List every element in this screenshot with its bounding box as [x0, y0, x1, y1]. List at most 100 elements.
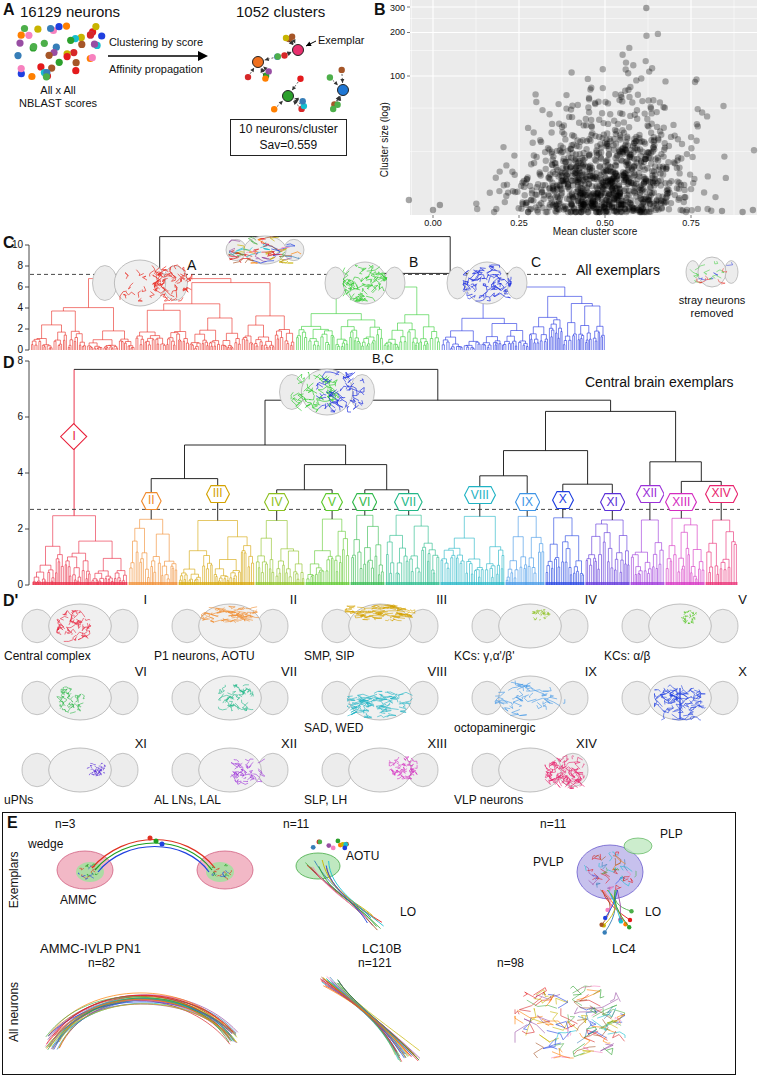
art-circle: [533, 99, 539, 105]
art-circle: [78, 41, 85, 48]
art-circle: [623, 159, 629, 165]
art-circle: [639, 98, 645, 104]
art-circle: [606, 151, 612, 157]
art-circle: [568, 146, 574, 152]
art-circle: [253, 57, 264, 68]
art-circle: [72, 67, 79, 74]
art-circle: [493, 175, 499, 181]
art-circle: [92, 23, 99, 30]
art-circle: [585, 104, 591, 110]
art-ellipse: [622, 609, 652, 642]
art-circle: [281, 52, 287, 58]
art-circle: [720, 103, 726, 109]
art-circle: [598, 156, 604, 162]
art-circle: [569, 192, 575, 198]
art-circle: [275, 53, 281, 59]
art-circle: [549, 150, 555, 156]
art-ellipse: [472, 609, 502, 642]
art-circle: [643, 5, 649, 11]
art-circle: [693, 138, 699, 144]
art-circle: [648, 110, 654, 116]
art-circle: [600, 204, 606, 210]
art-circle: [609, 185, 615, 191]
art-circle: [543, 166, 549, 172]
art-circle: [631, 170, 637, 176]
art-circle: [540, 182, 546, 188]
art-circle: [634, 116, 640, 122]
art-circle: [543, 158, 549, 164]
art-circle: [549, 161, 555, 167]
art-circle: [18, 32, 25, 39]
art-circle: [21, 25, 28, 32]
art-circle: [87, 31, 94, 38]
art-circle: [609, 200, 615, 206]
art-ellipse: [558, 681, 588, 714]
art-circle: [473, 200, 479, 206]
art-circle: [271, 106, 277, 112]
art-ellipse: [258, 609, 288, 642]
art-circle: [549, 199, 555, 205]
art-circle: [568, 201, 574, 207]
art-circle: [681, 187, 687, 193]
art-circle: [293, 45, 304, 56]
art-circle: [668, 178, 674, 184]
art-ellipse: [108, 609, 138, 642]
art-circle: [534, 207, 540, 213]
art-circle: [592, 157, 598, 163]
art-circle: [723, 175, 729, 181]
art-circle: [638, 209, 644, 215]
art-polygon: [265, 57, 269, 61]
art-circle: [699, 109, 705, 115]
art-circle: [662, 78, 668, 84]
art-circle: [47, 25, 54, 32]
art-circle: [559, 178, 565, 184]
art-circle: [607, 111, 613, 117]
art-circle: [684, 207, 690, 213]
art-ellipse: [558, 609, 588, 642]
art-circle: [643, 58, 649, 64]
art-circle: [568, 69, 574, 75]
art-circle: [650, 144, 656, 150]
art-rect: [631, 582, 665, 585]
art-circle: [688, 145, 694, 151]
art-circle: [644, 116, 650, 122]
art-circle: [675, 136, 681, 142]
art-circle: [575, 102, 581, 108]
art-circle: [529, 187, 535, 193]
art-circle: [554, 167, 560, 173]
art-circle: [646, 68, 652, 74]
art-circle: [596, 117, 602, 123]
art-circle: [719, 208, 725, 214]
art-circle: [611, 118, 617, 124]
art-circle: [491, 209, 497, 215]
art-circle: [626, 94, 632, 100]
art-ellipse: [408, 681, 438, 714]
art-circle: [712, 194, 718, 200]
art-circle: [522, 192, 528, 198]
art-ellipse: [325, 267, 346, 299]
art-circle: [568, 155, 574, 161]
art-ellipse: [408, 609, 438, 642]
art-circle: [580, 207, 586, 213]
art-ellipse: [447, 267, 468, 299]
art-circle: [626, 175, 632, 181]
art-circle: [662, 105, 668, 111]
art-circle: [619, 111, 625, 117]
art-circle: [64, 53, 71, 60]
art-circle: [46, 52, 53, 59]
art-circle: [619, 52, 625, 58]
art-circle: [537, 169, 543, 175]
art-circle: [297, 76, 303, 82]
art-circle: [549, 121, 555, 127]
art-circle: [635, 92, 641, 98]
art-circle: [626, 188, 632, 194]
art-ellipse: [108, 681, 138, 714]
art-circle: [627, 113, 633, 119]
art-circle: [668, 134, 674, 140]
art-circle: [617, 185, 623, 191]
art-circle: [562, 170, 568, 176]
art-circle: [327, 74, 333, 80]
art-circle: [585, 76, 591, 82]
art-circle: [634, 145, 640, 151]
art-circle: [704, 113, 710, 119]
